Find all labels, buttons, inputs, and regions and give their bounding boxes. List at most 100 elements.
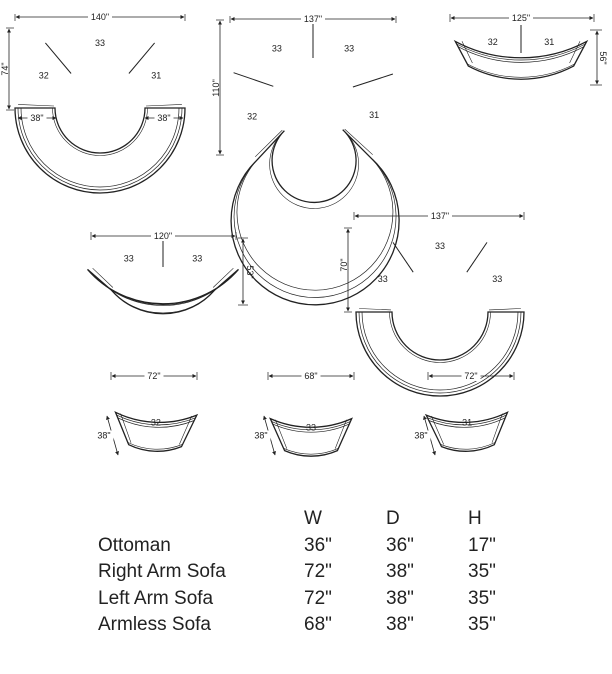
back-cushion-line xyxy=(91,273,235,306)
seat-label: 32 xyxy=(247,111,257,121)
seat-label: 33 xyxy=(95,38,105,48)
section-divider xyxy=(352,73,394,88)
spec-width: 68" xyxy=(304,614,332,635)
back-cushion-line xyxy=(361,311,519,391)
seat-label: 31 xyxy=(151,71,161,81)
section-divider xyxy=(466,242,488,273)
arm-edge-line xyxy=(18,104,55,107)
dimension-label: 137" xyxy=(304,14,322,24)
front-edge-line xyxy=(440,442,496,450)
seat-label: 33 xyxy=(435,241,445,251)
dimension-label: 72" xyxy=(147,371,160,381)
seat-label: 33 xyxy=(272,43,282,53)
header-width: W xyxy=(304,508,322,529)
spec-height: 35" xyxy=(468,561,496,582)
spec-row-armless-sofa: Armless Sofa 68" 38" 35" xyxy=(98,612,578,639)
back-cushion-line xyxy=(456,43,586,61)
arm-edge-line xyxy=(461,41,473,64)
back-cushion-line xyxy=(17,107,183,191)
dimension-labels: 140"74"38"38"137"110"125"56"120"53"137"7… xyxy=(0,12,608,441)
seat-label: 33 xyxy=(124,253,134,263)
spec-height: 35" xyxy=(468,614,496,635)
back-cushion-line xyxy=(457,46,585,63)
dimension-label-bg xyxy=(88,12,112,22)
dimension-label: 38" xyxy=(30,113,43,123)
spec-height: 17" xyxy=(468,534,496,556)
back-cushion-line xyxy=(20,107,180,188)
dimension-label-bg xyxy=(428,211,452,221)
arm-edge-line xyxy=(179,415,192,445)
header-height: H xyxy=(468,508,482,529)
dimension-label-bg xyxy=(301,371,321,381)
spec-label: Ottoman xyxy=(98,534,171,556)
dimension-label-bg xyxy=(461,371,481,381)
arm-edge-line xyxy=(491,413,503,443)
dimension-label: 38" xyxy=(97,431,110,441)
arm-edge-line xyxy=(212,267,234,288)
sofa-config-3: 32 31 xyxy=(453,25,589,80)
dimension-label-bg xyxy=(251,430,271,441)
back-cushion-line xyxy=(428,417,506,428)
spec-width: 72" xyxy=(304,587,332,609)
dimension-label: 38" xyxy=(414,431,427,441)
sofa-piece-31: 31 xyxy=(424,410,509,452)
spec-table: W D H Ottoman 36" 36" 17" Right Arm Sofa… xyxy=(98,506,578,639)
seat-label: 32 xyxy=(488,37,498,47)
front-edge-line xyxy=(389,311,491,363)
dimension-label: 125" xyxy=(512,13,530,23)
front-edge-line xyxy=(52,107,148,156)
front-edge-line xyxy=(269,131,359,209)
dimension-label: 74" xyxy=(0,62,10,75)
back-cushion-line xyxy=(116,414,196,426)
arm-edge-line xyxy=(92,267,114,288)
arm-edge-line xyxy=(569,41,581,64)
section-divider xyxy=(233,72,274,87)
dimension-label: 72" xyxy=(464,371,477,381)
dimension-label-bg xyxy=(411,430,431,441)
sofa-piece-32: 32 xyxy=(114,410,199,452)
dimension-label: 120" xyxy=(154,231,172,241)
dimension-label: 53" xyxy=(245,265,255,278)
back-cushion-line xyxy=(89,271,237,306)
front-edge-line xyxy=(283,448,339,455)
back-cushion-line xyxy=(358,311,522,394)
seat-label: 33 xyxy=(306,423,316,433)
arm-edge-line xyxy=(334,419,347,449)
spec-row-left-arm-sofa: Left Arm Sofa 72" 38" 35" xyxy=(98,586,578,613)
dimension-label-bg xyxy=(154,113,174,123)
section-divider xyxy=(45,42,72,74)
dimension-label-bg xyxy=(151,231,175,241)
spec-label: Left Arm Sofa xyxy=(98,587,214,609)
back-cushion-line xyxy=(271,421,351,431)
arm-edge-line xyxy=(275,419,288,449)
dimension-label: 137" xyxy=(431,211,449,221)
arm-edge-line xyxy=(359,308,392,311)
arm-edge-line xyxy=(120,413,132,443)
dimension-label: 110" xyxy=(211,79,221,97)
spec-label: Armless Sofa xyxy=(98,614,211,635)
arm-edge-line xyxy=(488,308,521,311)
dimension-label: 56" xyxy=(598,51,608,64)
seat-label: 33 xyxy=(492,274,502,284)
front-edge-line xyxy=(127,442,183,450)
spec-height: 35" xyxy=(468,587,496,609)
section-divider xyxy=(392,242,414,273)
spec-depth: 38" xyxy=(386,614,414,635)
dimension-label: 68" xyxy=(304,371,317,381)
front-edge-line xyxy=(109,288,217,314)
sofa-config-1: 32 33 31 xyxy=(14,38,186,194)
seat-label: 31 xyxy=(369,110,379,120)
back-cushion-line xyxy=(233,157,397,298)
dimension-label: 38" xyxy=(157,113,170,123)
dimension-label-bg xyxy=(94,430,114,441)
spec-label: Right Arm Sofa xyxy=(98,561,226,582)
seat-label: 31 xyxy=(544,37,554,47)
spec-row-right-arm-sofa: Right Arm Sofa 72" 38" 35" xyxy=(98,559,578,586)
dimension-label-bg xyxy=(509,13,533,23)
spec-width: 72" xyxy=(304,561,332,582)
seat-label: 32 xyxy=(39,71,49,81)
dimension-label: 70" xyxy=(339,258,349,271)
front-edge-line xyxy=(467,63,575,78)
